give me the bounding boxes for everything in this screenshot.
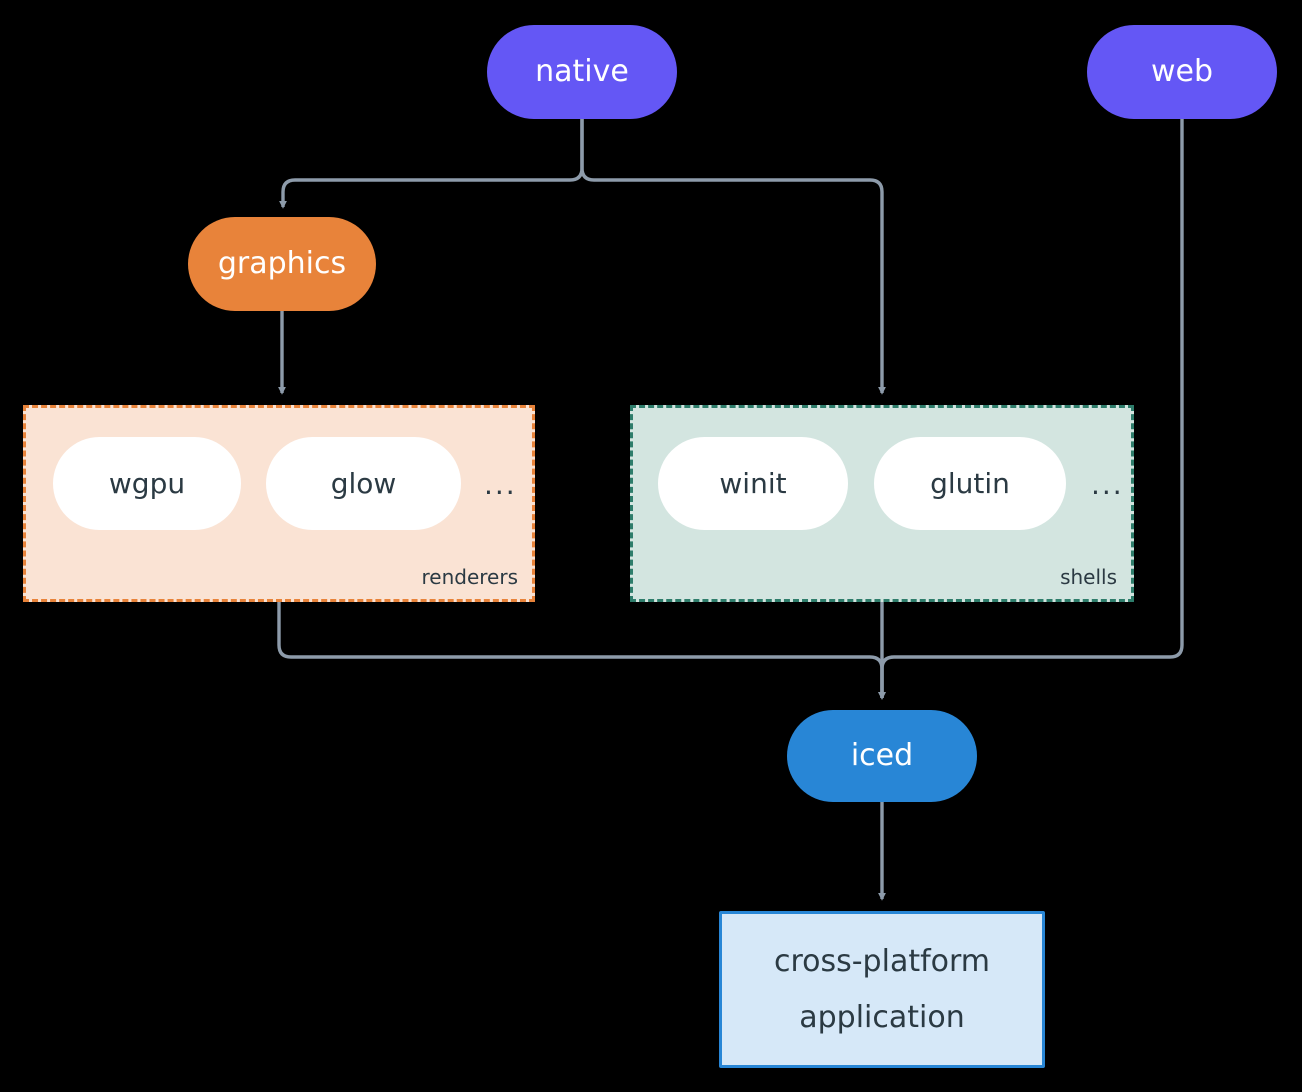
pill-glutin[interactable]: glutin — [874, 437, 1066, 530]
node-web-label: web — [1150, 54, 1214, 90]
pill-glow-label: glow — [330, 467, 397, 500]
node-application-label-line2: application — [799, 999, 965, 1035]
node-graphics-label: graphics — [217, 246, 347, 282]
renderers-ellipsis: ... — [484, 468, 517, 501]
node-application-label-line1: cross-platform — [773, 944, 991, 979]
group-renderers-title: renderers — [421, 565, 519, 589]
edge-renderers-to-iced — [277, 602, 886, 700]
node-native-label: native — [535, 54, 629, 90]
node-native[interactable]: native — [487, 25, 677, 119]
node-graphics[interactable]: graphics — [188, 217, 376, 311]
node-iced-label: iced — [850, 738, 914, 774]
group-shells: winit glutin ... shells — [630, 405, 1134, 602]
shells-ellipsis: ... — [1091, 468, 1124, 501]
node-application[interactable]: cross-platform application — [719, 911, 1045, 1068]
node-web[interactable]: web — [1087, 25, 1277, 119]
node-iced[interactable]: iced — [787, 710, 977, 802]
pill-glow[interactable]: glow — [266, 437, 461, 530]
edge-native-to-graphics — [279, 119, 584, 209]
group-renderers: wgpu glow ... renderers — [23, 405, 535, 602]
pill-winit[interactable]: winit — [658, 437, 848, 530]
group-shells-title: shells — [1060, 565, 1117, 589]
pill-winit-label: winit — [719, 467, 787, 500]
pill-wgpu[interactable]: wgpu — [53, 437, 241, 530]
pill-wgpu-label: wgpu — [108, 467, 186, 500]
edge-native-to-shells — [580, 119, 886, 395]
pill-glutin-label: glutin — [930, 467, 1010, 500]
